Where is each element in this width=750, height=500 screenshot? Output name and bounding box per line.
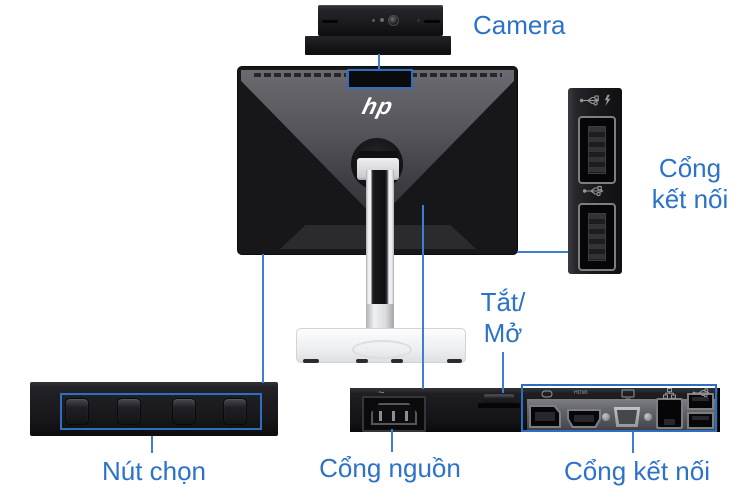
side-usb-port-1 (578, 116, 616, 184)
vga-port (602, 405, 652, 429)
camera-highlight-box (347, 69, 413, 89)
osd-button-1 (65, 398, 89, 425)
osd-buttons-panel (30, 382, 278, 436)
callout-line-rear-ports (632, 432, 634, 453)
webcam-mic-slot-right (424, 20, 440, 23)
hdmi-label: HDMI (574, 390, 588, 396)
webcam-mic-slot-left (322, 20, 338, 23)
vent-right (410, 73, 502, 77)
stand-base-cable-hole (352, 340, 412, 359)
rear-usb-port-2 (687, 412, 714, 429)
callout-line-camera (378, 54, 380, 70)
hp-logo: hp (359, 93, 397, 119)
osd-button-2 (117, 398, 141, 425)
side-usb-panel (568, 88, 622, 274)
vga-screw (602, 413, 610, 421)
buttons-highlight-box (60, 393, 262, 430)
select-buttons-label: Nút chọn (101, 456, 207, 486)
base-foot (447, 359, 462, 363)
power-port-label: Cổng nguồn (319, 453, 461, 483)
power-inlet-port (362, 396, 426, 432)
callout-line-side-panel (517, 251, 568, 253)
webcam-led-icon (372, 19, 375, 22)
displayport-icon (541, 390, 553, 398)
monitor-back: hp (238, 67, 517, 254)
webcam-bar (318, 5, 443, 36)
hdmi-port (567, 409, 601, 428)
power-toggle-button (484, 394, 514, 404)
usb-charge-icon (579, 94, 611, 106)
ac-symbol: ~ (378, 387, 385, 399)
base-foot (303, 359, 319, 363)
callout-line-rear-panel (422, 205, 424, 389)
camera-label: Camera (473, 10, 566, 40)
osd-button-3 (172, 398, 196, 425)
webcam-lens-icon (388, 15, 399, 26)
rear-connector-panel: ~ HDMI (350, 388, 720, 432)
side-ports-label: Cổng kết nối (651, 153, 729, 214)
callout-line-select-buttons (151, 436, 153, 453)
osd-button-4 (223, 398, 247, 425)
base-foot (356, 359, 368, 363)
callout-line-power-toggle (502, 352, 504, 393)
callout-line-buttons-panel (262, 254, 264, 383)
webcam-sensor-icon (380, 18, 384, 22)
power-toggle-slot (478, 403, 520, 408)
base-foot (391, 359, 403, 363)
side-usb-port-2 (578, 203, 616, 271)
rear-ports-label: Cổng kết nối (564, 456, 710, 486)
ethernet-icon (663, 388, 676, 399)
vga-monitor-icon (621, 389, 635, 400)
callout-line-power-port (391, 429, 393, 452)
displayport-port (529, 405, 561, 428)
rear-ports-highlight-box (521, 384, 717, 432)
webcam-ir-dot-icon (417, 19, 420, 22)
usb-trident-icon (692, 388, 710, 398)
vga-screw (644, 413, 652, 421)
ethernet-port (656, 398, 683, 429)
rear-usb-port-1 (687, 393, 714, 410)
vent-left (254, 73, 346, 77)
webcam-base (305, 36, 451, 55)
stand-hinge-bar (358, 151, 398, 158)
power-toggle-label: Tắt/ Mở (480, 287, 526, 348)
usb-icon (582, 185, 604, 197)
